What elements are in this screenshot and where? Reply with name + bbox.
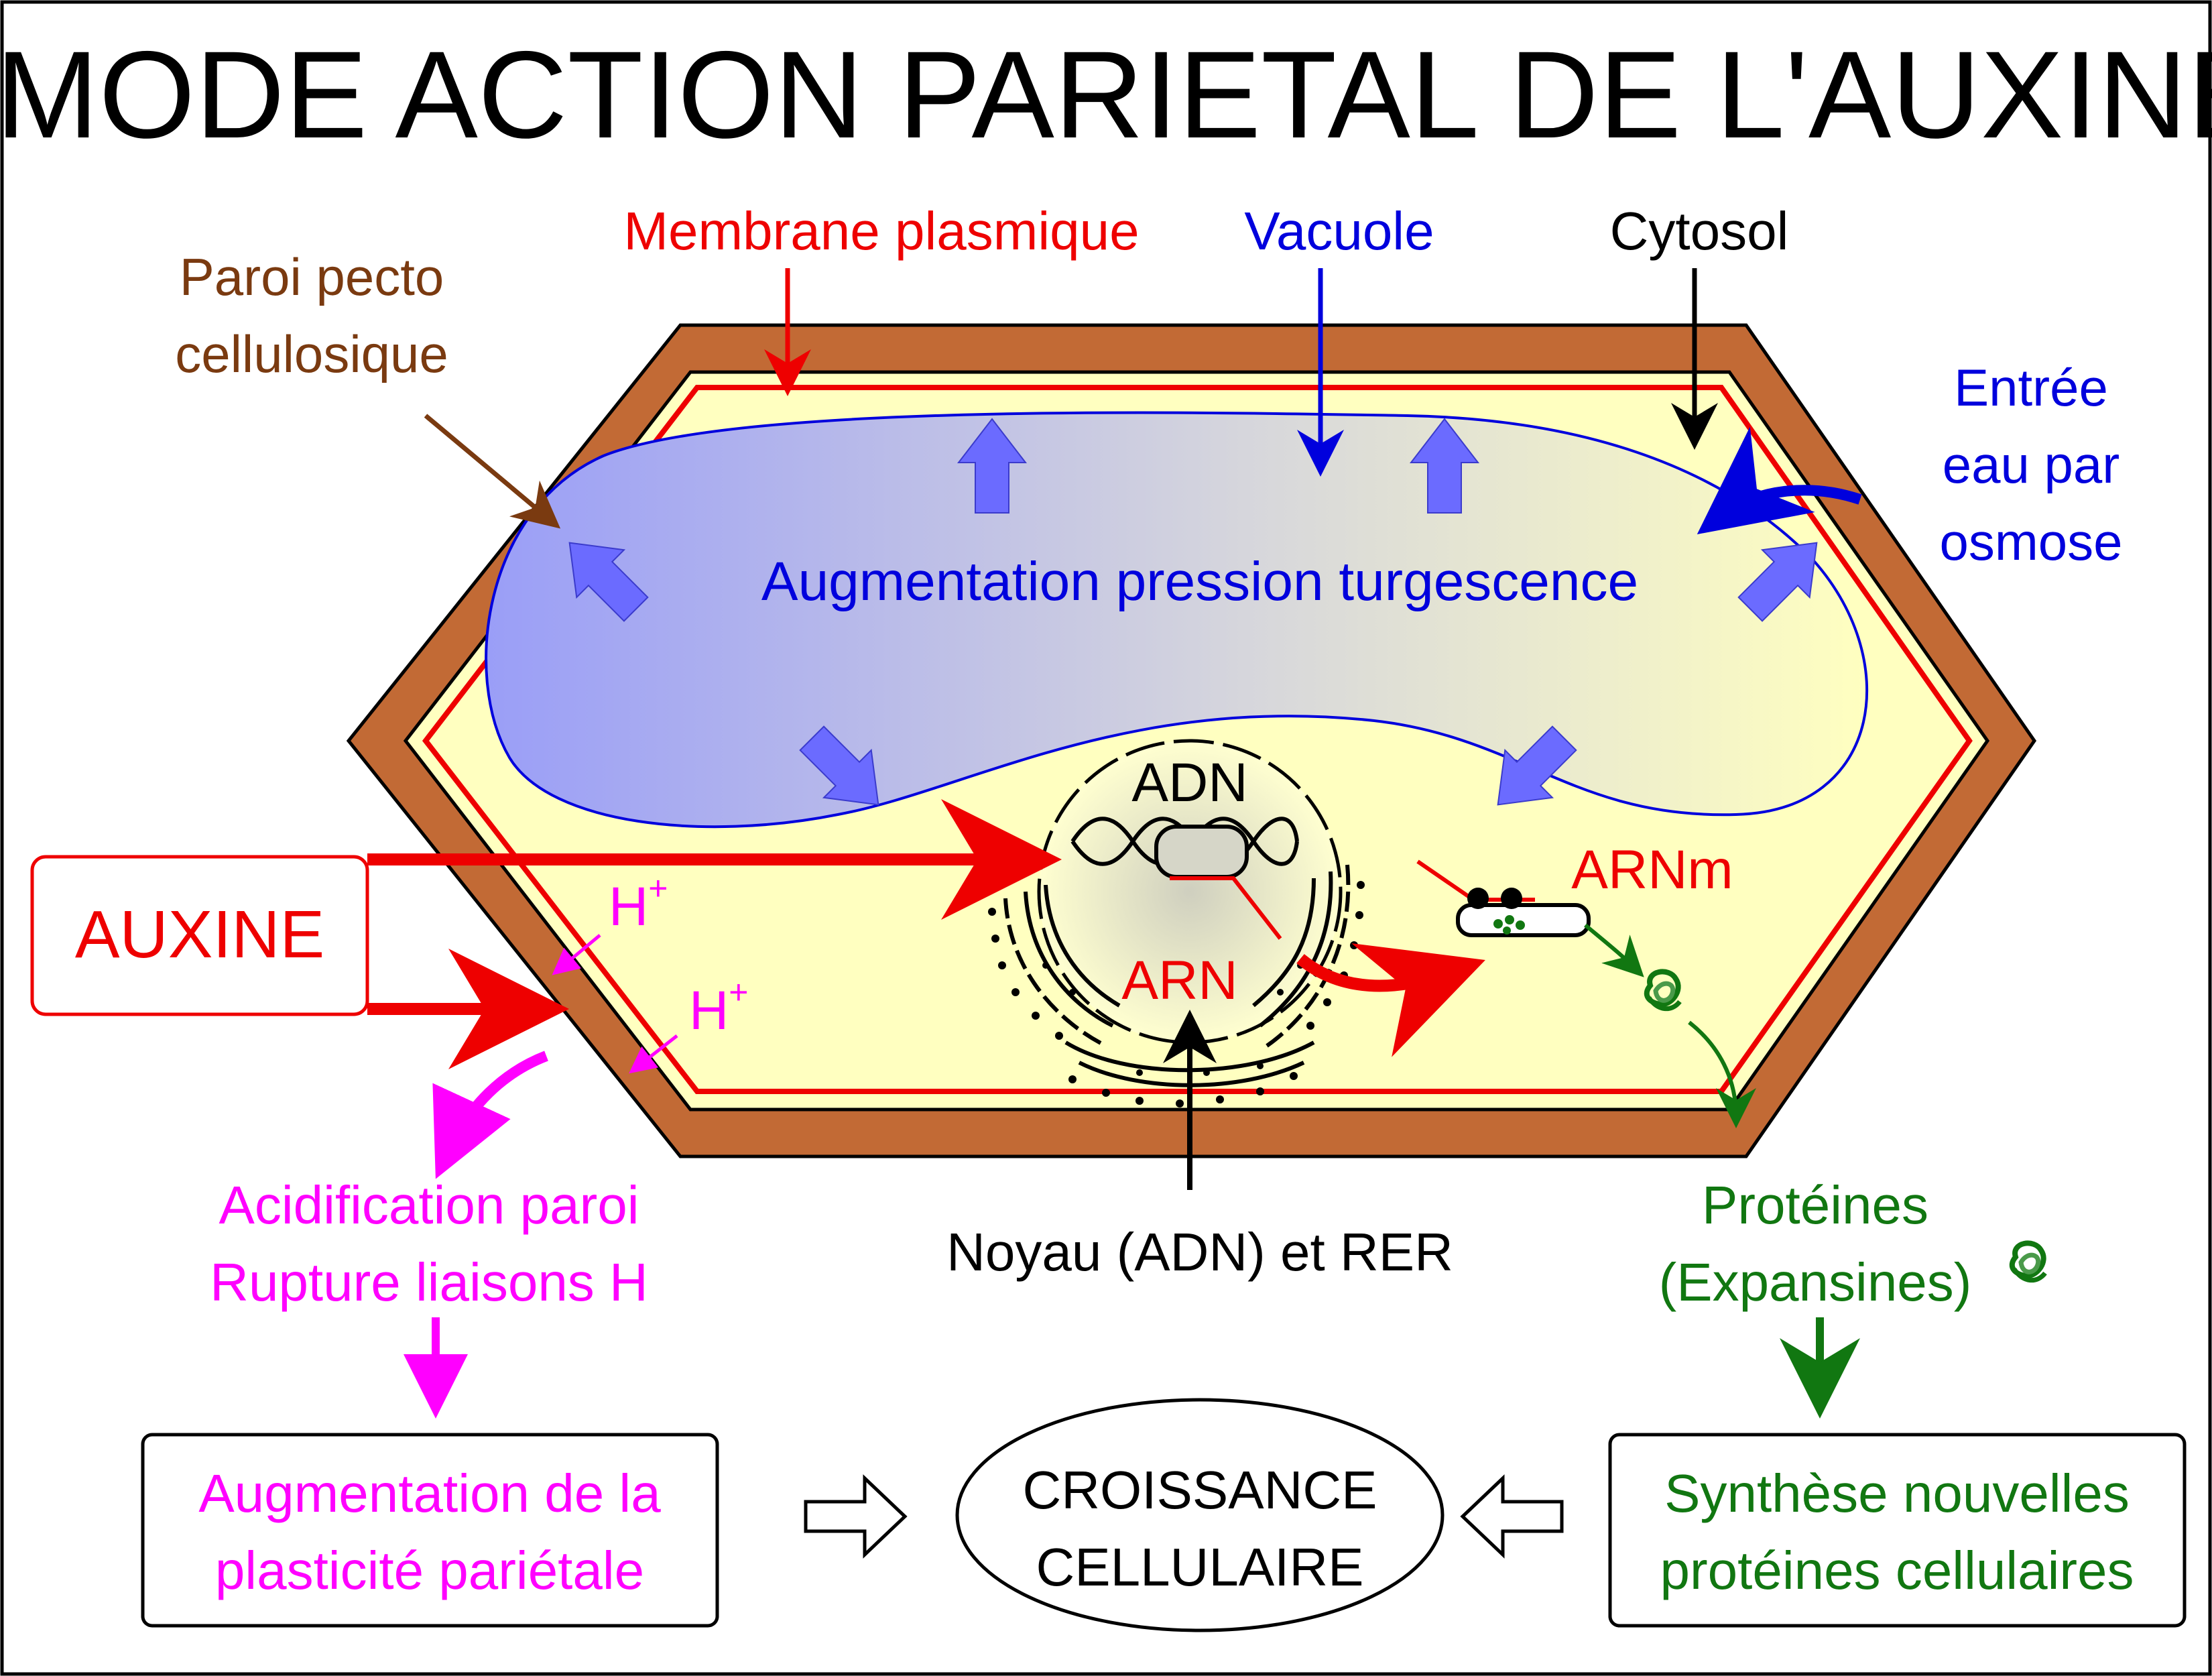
proton-arrow-2 bbox=[629, 1034, 678, 1074]
dna-helix bbox=[1070, 817, 1299, 879]
wall-pointer-arrow bbox=[424, 414, 561, 529]
turgor-arrow-down-left bbox=[799, 725, 879, 806]
secretion-arrow bbox=[1688, 1020, 1756, 1128]
proton-symbol-1: H bbox=[609, 876, 648, 937]
mrna-export-arrow bbox=[1296, 943, 1485, 1057]
acidification-arrow bbox=[432, 1051, 548, 1179]
nucleus bbox=[1039, 741, 1341, 1042]
dna-label: ADN bbox=[1131, 752, 1247, 813]
plasma-membrane-label: Membrane plasmique bbox=[623, 201, 1139, 261]
turgor-arrow-left bbox=[568, 542, 649, 622]
rna-label: ARN bbox=[1121, 950, 1237, 1011]
turgor-arrow-right bbox=[1737, 542, 1818, 622]
proton-charge-2: + bbox=[729, 973, 748, 1011]
acidification-label-line1: Acidification paroi bbox=[219, 1175, 639, 1235]
synthesis-label-line1: Synthèse nouvelles bbox=[1664, 1463, 2130, 1523]
ribosome-unit-1 bbox=[1467, 888, 1489, 909]
synthesis-box bbox=[1608, 1433, 2187, 1628]
growth-label-line2: CELLULAIRE bbox=[1036, 1537, 1363, 1597]
mrna-label: ARNm bbox=[1571, 839, 1733, 900]
growth-label-line1: CROISSANCE bbox=[1023, 1460, 1377, 1520]
proton-arrow-1 bbox=[552, 934, 601, 975]
vacuole bbox=[485, 411, 1868, 829]
wall-label-line2: cellulosique bbox=[175, 324, 448, 383]
water-label-line2: eau par bbox=[1943, 435, 2120, 494]
ribosome-body bbox=[1456, 903, 1591, 937]
auxin-label: AUXINE bbox=[75, 897, 324, 972]
translation-arrow bbox=[1584, 923, 1644, 977]
turgor-label: Augmentation pression turgescence bbox=[761, 551, 1638, 612]
plasticity-to-growth-arrow bbox=[804, 1474, 908, 1559]
turgor-arrow-down-right bbox=[1497, 725, 1577, 806]
diagram-title: MODE ACTION PARIETAL DE L'AUXINE bbox=[0, 26, 2212, 164]
turgor-arrow-up-right bbox=[1409, 418, 1480, 514]
proton-label-1: H+ bbox=[609, 870, 668, 937]
mrna-strand bbox=[1416, 859, 1473, 900]
turgor-arrows bbox=[568, 418, 1818, 806]
water-label-line1: Entrée bbox=[1954, 358, 2108, 417]
auxin-box bbox=[30, 855, 369, 1016]
plasticity-box bbox=[141, 1433, 719, 1628]
cytosol-label: Cytosol bbox=[1610, 201, 1789, 261]
synthesis-label-line2: protéines cellulaires bbox=[1660, 1541, 2134, 1600]
water-label-line3: osmose bbox=[1939, 512, 2122, 571]
proton-label-2: H+ bbox=[689, 973, 748, 1041]
plasticity-label-line2: plasticité pariétale bbox=[215, 1541, 644, 1600]
proton-charge-1: + bbox=[648, 870, 668, 907]
vacuole-label: Vacuole bbox=[1244, 201, 1434, 261]
proteins-label-line1: Protéines bbox=[1702, 1175, 1928, 1235]
rna-strand bbox=[1170, 876, 1282, 940]
growth-ellipse bbox=[955, 1398, 1445, 1632]
expansin-icon bbox=[2012, 1243, 2045, 1280]
synthesis-to-growth-arrow bbox=[1460, 1474, 1564, 1559]
acidification-label-line2: Rupture liaisons H bbox=[210, 1252, 648, 1312]
ribosome-unit-2 bbox=[1501, 888, 1522, 909]
proton-symbol-2: H bbox=[689, 980, 729, 1041]
wall-label-line1: Paroi pecto bbox=[180, 247, 444, 306]
turgor-arrow-up-left bbox=[957, 418, 1028, 514]
water-entry-arrow bbox=[1697, 426, 1862, 535]
plasticity-label-line1: Augmentation de la bbox=[198, 1463, 661, 1523]
proteins-label-line2: (Expansines) bbox=[1659, 1252, 1972, 1312]
nascent-peptide bbox=[1493, 915, 1525, 935]
nucleus-rer-label: Noyau (ADN) et RER bbox=[946, 1222, 1453, 1282]
